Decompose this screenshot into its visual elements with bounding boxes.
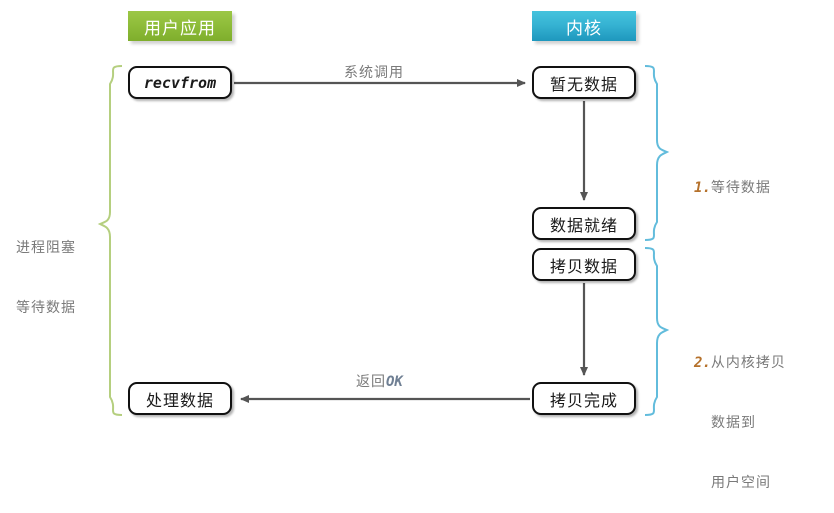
brace-step-2 bbox=[644, 247, 670, 416]
brace-step-1 bbox=[644, 65, 670, 241]
brace-label-step-2-line2: 数据到 bbox=[711, 415, 756, 431]
brace-label-step-1: 1.等待数据 bbox=[694, 138, 771, 218]
edge-label-return: 返回OK bbox=[356, 371, 403, 391]
node-data-ready: 数据就绪 bbox=[532, 207, 636, 240]
node-copy-done: 拷贝完成 bbox=[532, 382, 636, 415]
brace-label-process-blocked-line1: 进程阻塞 bbox=[16, 240, 76, 256]
step-1-number: 1. bbox=[694, 180, 711, 196]
edge-label-return-token: OK bbox=[386, 374, 403, 390]
node-no-data: 暂无数据 bbox=[532, 66, 636, 99]
brace-label-step-2-line1: 2.从内核拷贝 bbox=[694, 353, 786, 373]
step-2-text: 从内核拷贝 bbox=[710, 355, 786, 371]
edge-label-return-prefix: 返回 bbox=[356, 374, 386, 390]
brace-label-step-2-line3: 用户空间 bbox=[711, 475, 771, 491]
edge-label-syscall: 系统调用 bbox=[344, 65, 404, 81]
node-process-data: 处理数据 bbox=[128, 382, 232, 415]
diagram-canvas bbox=[97, 65, 670, 416]
brace-label-process-blocked-line2: 等待数据 bbox=[16, 300, 76, 316]
step-2-number: 2. bbox=[694, 355, 711, 371]
step-1-text: 等待数据 bbox=[710, 180, 771, 196]
brace-label-process-blocked: 进程阻塞 等待数据 bbox=[16, 198, 76, 338]
node-recvfrom: recvfrom bbox=[128, 66, 232, 99]
brace-label-step-1-line1: 1.等待数据 bbox=[694, 178, 771, 198]
brace-label-step-2: 2.从内核拷贝 数据到 用户空间 bbox=[694, 313, 786, 513]
brace-process-blocked bbox=[97, 65, 123, 416]
header-kernel: 内核 bbox=[532, 11, 636, 41]
header-user-application: 用户应用 bbox=[128, 11, 232, 41]
node-copy-data: 拷贝数据 bbox=[532, 248, 636, 281]
